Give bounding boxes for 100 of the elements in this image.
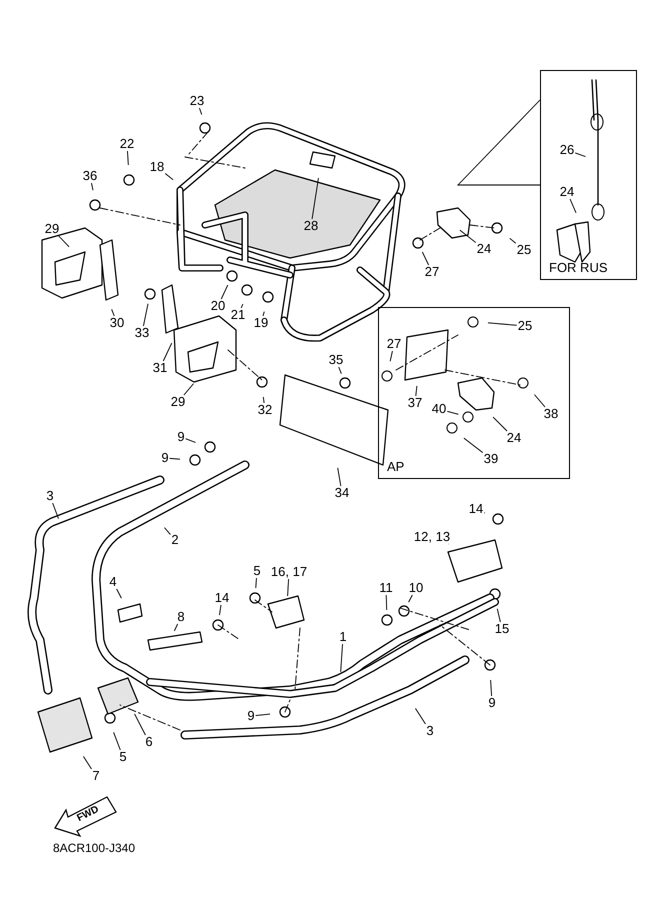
callout-number: 6 bbox=[144, 735, 154, 749]
callout-number: 9 bbox=[246, 709, 256, 723]
leader-line bbox=[422, 252, 430, 266]
callout-number: 19 bbox=[252, 316, 270, 330]
magnifier-line bbox=[458, 100, 540, 186]
callout-number: 27 bbox=[424, 265, 440, 279]
callout-number: 36 bbox=[82, 169, 98, 183]
callout-number: 21 bbox=[230, 308, 246, 322]
callout-number: 40 bbox=[430, 402, 448, 416]
callout-number: 15 bbox=[494, 622, 510, 636]
callout-number: 31 bbox=[152, 361, 168, 375]
callout-number: 34 bbox=[334, 486, 350, 500]
diagram-code: 8ACR100-J340 bbox=[52, 841, 136, 855]
leader-line bbox=[488, 322, 518, 326]
leader-line bbox=[255, 578, 257, 588]
leader-line bbox=[459, 230, 476, 244]
inset-frame bbox=[378, 307, 570, 479]
leader-line bbox=[183, 383, 194, 396]
leader-line bbox=[162, 342, 172, 362]
leader-line bbox=[463, 438, 484, 454]
leader-line bbox=[492, 416, 508, 432]
callout-number: 27 bbox=[386, 337, 402, 351]
callout-number: 18 bbox=[148, 160, 166, 174]
leader-line bbox=[198, 108, 202, 115]
inset-caption: AP bbox=[387, 459, 404, 474]
leader-line bbox=[169, 458, 180, 460]
callout-number: 33 bbox=[134, 326, 150, 340]
leader-line bbox=[91, 182, 94, 191]
callout-number: 9 bbox=[160, 451, 170, 465]
callout-number: 16, 17 bbox=[270, 565, 308, 579]
leader-line bbox=[116, 588, 122, 599]
callout-number: 11 bbox=[378, 581, 394, 595]
callout-number: 8 bbox=[176, 610, 186, 624]
leader-line bbox=[255, 714, 270, 716]
callout-number: 30 bbox=[108, 316, 126, 330]
inset-caption: FOR RUS bbox=[549, 260, 608, 275]
direction-label: FWD bbox=[75, 804, 101, 824]
leader-line bbox=[287, 578, 290, 596]
leader-line bbox=[390, 350, 393, 362]
leader-line bbox=[164, 173, 174, 180]
leader-line bbox=[219, 604, 222, 616]
callout-number: 9 bbox=[176, 430, 186, 444]
callout-number: 1 bbox=[338, 630, 348, 644]
callout-number: 3 bbox=[45, 489, 55, 503]
callout-number: 39 bbox=[482, 452, 500, 466]
leader-line bbox=[496, 608, 501, 622]
callout-number: 4 bbox=[108, 575, 118, 589]
leader-line bbox=[142, 303, 148, 326]
leader-line bbox=[386, 594, 388, 610]
callout-number: 5 bbox=[118, 750, 128, 764]
callout-number: 29 bbox=[44, 222, 60, 236]
leader-line bbox=[415, 386, 418, 396]
leader-line bbox=[490, 680, 492, 696]
leader-line bbox=[52, 502, 59, 520]
leader-line bbox=[127, 150, 129, 166]
leader-line bbox=[408, 594, 413, 603]
callout-number: 23 bbox=[188, 94, 206, 108]
leader-line bbox=[312, 177, 319, 220]
callout-number: 10 bbox=[408, 581, 424, 595]
callout-number: 25 bbox=[516, 243, 532, 257]
callout-number: 7 bbox=[91, 769, 101, 783]
leader-line bbox=[174, 624, 178, 632]
callout-number: 12, 13 bbox=[412, 530, 452, 544]
callout-number: 35 bbox=[328, 353, 344, 367]
leader-line bbox=[338, 366, 342, 374]
leader-line bbox=[414, 708, 426, 724]
leader-line bbox=[534, 394, 546, 408]
leader-line bbox=[262, 396, 265, 404]
callout-number: 25 bbox=[516, 319, 534, 333]
leader-line bbox=[446, 410, 459, 415]
leader-line bbox=[574, 152, 586, 158]
callout-number: 26 bbox=[558, 143, 576, 157]
leader-line bbox=[185, 438, 196, 443]
callout-number: 29 bbox=[170, 395, 186, 409]
leader-line bbox=[164, 527, 171, 536]
leader-line bbox=[337, 467, 342, 486]
callout-number: 3 bbox=[425, 724, 435, 738]
callout-number: 20 bbox=[210, 299, 226, 313]
callout-number: 32 bbox=[256, 403, 274, 417]
callout-number: 37 bbox=[406, 396, 424, 410]
leader-line bbox=[340, 644, 343, 672]
callout-number: 38 bbox=[542, 407, 560, 421]
leader-line bbox=[111, 308, 115, 316]
leader-line bbox=[570, 198, 576, 214]
leader-line bbox=[240, 304, 244, 308]
callout-number: 14 bbox=[214, 591, 230, 605]
leader-line bbox=[509, 238, 516, 244]
leader-line bbox=[134, 713, 146, 736]
leader-line bbox=[220, 284, 228, 300]
leader-line bbox=[58, 236, 70, 248]
callout-number: 22 bbox=[118, 137, 136, 151]
leader-line bbox=[262, 311, 265, 316]
leader-line bbox=[82, 756, 92, 770]
callout-number: 2 bbox=[170, 533, 180, 547]
callout-number: 5 bbox=[252, 564, 262, 578]
callout-number: 14 bbox=[468, 502, 484, 516]
callout-number: 9 bbox=[487, 696, 497, 710]
callout-number: 24 bbox=[506, 431, 522, 445]
callout-number: 24 bbox=[558, 185, 576, 199]
callout-number: 28 bbox=[302, 219, 320, 233]
